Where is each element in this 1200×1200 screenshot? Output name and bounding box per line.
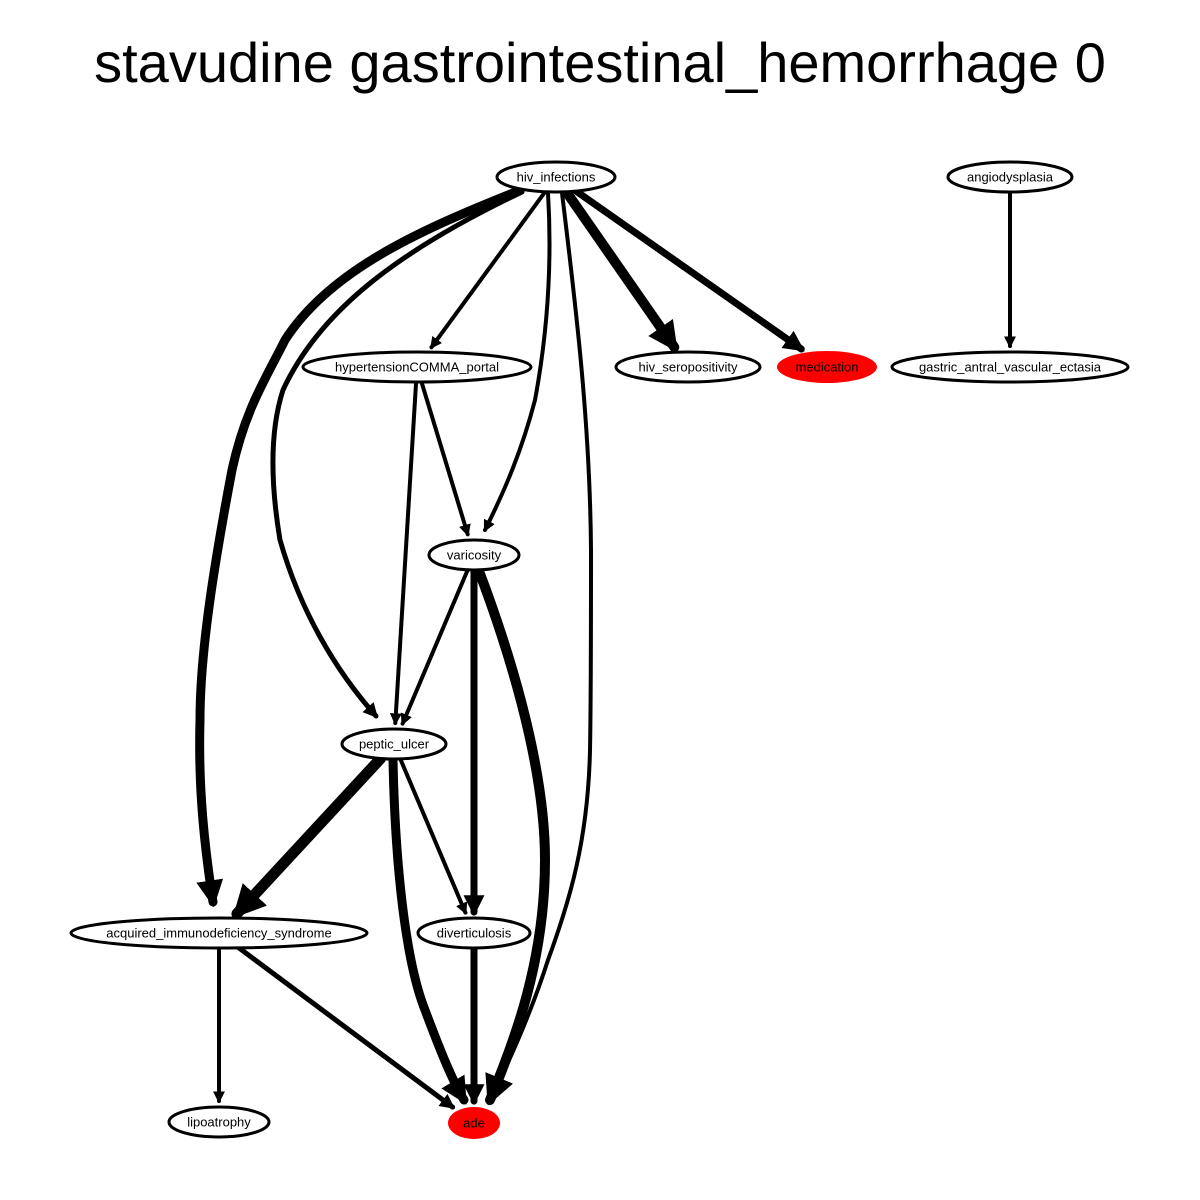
node-label-gave: gastric_antral_vascular_ectasia bbox=[919, 360, 1102, 375]
edge-hiv_infections-to-hiv_seropositivity bbox=[561, 186, 680, 353]
edge-hiv_infections-to-peptic_ulcer bbox=[270, 189, 525, 719]
node-hiv_seropositivity: hiv_seropositivity bbox=[614, 350, 762, 384]
edge-hiv_infections-to-aids bbox=[195, 186, 523, 908]
node-shape-varicosity bbox=[427, 538, 521, 572]
node-shape-angiodysplasia bbox=[946, 160, 1074, 194]
node-label-aids: acquired_immunodeficiency_syndrome bbox=[106, 926, 331, 941]
edge-hiv_infections-to-varicosity bbox=[483, 191, 552, 533]
edge-hiv_infections-to-hypertension_portal bbox=[429, 189, 548, 350]
node-shape-gave bbox=[890, 350, 1130, 384]
edge-varicosity-to-ade bbox=[474, 566, 551, 1106]
node-varicosity: varicosity bbox=[427, 538, 521, 572]
node-hypertension_portal: hypertensionCOMMA_portal bbox=[301, 350, 533, 384]
edge-hiv_infections-to-ade bbox=[488, 191, 594, 1103]
edge-layer bbox=[195, 186, 1016, 1110]
node-shape-hiv_infections bbox=[495, 160, 617, 194]
node-label-diverticulosis: diverticulosis bbox=[437, 926, 512, 941]
node-label-ade: ade bbox=[463, 1116, 485, 1131]
edge-peptic_ulcer-to-ade bbox=[388, 755, 469, 1105]
node-label-lipoatrophy: lipoatrophy bbox=[187, 1115, 251, 1130]
node-shape-lipoatrophy bbox=[167, 1105, 271, 1139]
node-shape-aids bbox=[69, 916, 369, 950]
node-shape-hypertension_portal bbox=[301, 350, 533, 384]
edge-peptic_ulcer-to-diverticulosis bbox=[398, 756, 468, 915]
edge-hiv_infections-to-medication bbox=[572, 187, 805, 353]
node-label-hiv_infections: hiv_infections bbox=[517, 170, 596, 185]
edge-varicosity-to-peptic_ulcer bbox=[400, 567, 470, 726]
node-medication: medication bbox=[777, 351, 877, 383]
edge-hypertension_portal-to-varicosity bbox=[419, 380, 471, 537]
node-label-hiv_seropositivity: hiv_seropositivity bbox=[639, 360, 738, 375]
node-hiv_infections: hiv_infections bbox=[495, 160, 617, 194]
edge-aids-to-ade bbox=[236, 945, 456, 1110]
node-shape-hiv_seropositivity bbox=[614, 350, 762, 384]
node-shape-diverticulosis bbox=[416, 916, 532, 950]
node-shape-peptic_ulcer bbox=[340, 727, 448, 761]
node-shape-medication bbox=[777, 351, 877, 383]
node-peptic_ulcer: peptic_ulcer bbox=[340, 727, 448, 761]
node-lipoatrophy: lipoatrophy bbox=[167, 1105, 271, 1139]
edge-peptic_ulcer-to-aids bbox=[231, 753, 387, 920]
edge-hypertension_portal-to-peptic_ulcer bbox=[389, 380, 419, 726]
node-label-angiodysplasia: angiodysplasia bbox=[967, 170, 1054, 185]
node-diverticulosis: diverticulosis bbox=[416, 916, 532, 950]
node-gave: gastric_antral_vascular_ectasia bbox=[890, 350, 1130, 384]
node-shape-ade bbox=[448, 1107, 500, 1139]
graph-title: stavudine gastrointestinal_hemorrhage 0 bbox=[94, 31, 1106, 94]
node-label-medication: medication bbox=[796, 360, 859, 375]
node-label-hypertension_portal: hypertensionCOMMA_portal bbox=[335, 360, 499, 375]
node-angiodysplasia: angiodysplasia bbox=[946, 160, 1074, 194]
node-label-varicosity: varicosity bbox=[447, 548, 502, 563]
node-aids: acquired_immunodeficiency_syndrome bbox=[69, 916, 369, 950]
node-label-peptic_ulcer: peptic_ulcer bbox=[359, 737, 430, 752]
node-layer: hiv_infections angiodysplasia hypertension… bbox=[69, 160, 1130, 1139]
node-ade: ade bbox=[448, 1107, 500, 1139]
